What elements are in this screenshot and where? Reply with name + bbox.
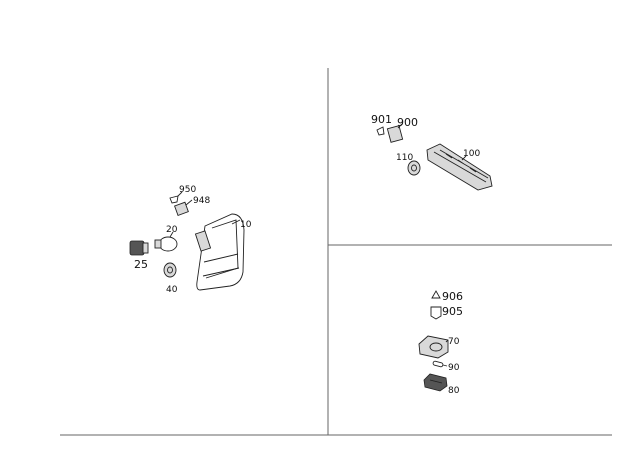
label-948: 948 [193,196,210,206]
label-25: 25 [134,258,148,271]
bulb-holder-plate [194,230,212,252]
label-110: 110 [396,153,413,163]
clip-905-icon [430,306,442,320]
label-950: 950 [179,185,196,195]
leader-10 [231,219,241,225]
leader-950 [177,191,183,197]
tail-lamp-lens-line [203,253,239,263]
clip-901-icon [376,126,385,136]
lens-80-icon [423,373,448,392]
holder-900-icon [386,125,404,143]
socket-25-ring [142,242,149,254]
lamp-70-icon [418,335,449,359]
license-lamp-group: 906 905 70 90 80 [418,290,463,396]
label-900: 900 [397,116,418,129]
tail-lamp-lens-line-2 [202,267,240,277]
light-bar-100-detail [433,149,489,183]
leader-100 [461,155,467,161]
bulb-90-icon [432,360,444,368]
tail-lamp-inner-line [205,219,239,279]
label-20: 20 [166,225,178,235]
bulb-20-icon [158,236,178,252]
label-80: 80 [448,386,460,396]
leader-90 [442,364,448,367]
tail-lamp-housing [196,213,245,291]
label-901: 901 [371,113,392,126]
tail-lamp-group: 950 948 10 20 25 40 [129,185,252,295]
screw-950-icon [169,195,179,204]
label-100: 100 [463,149,480,159]
grommet-40-hole [167,266,173,274]
light-bar-group: 901 900 100 110 [371,113,493,191]
grommet-40-icon [163,262,177,278]
label-10: 10 [240,220,252,230]
lens-80-detail [429,379,443,384]
bulb-20-base [154,239,162,249]
leader-70 [445,339,449,343]
grommet-110-icon [407,160,421,176]
label-70: 70 [448,337,460,347]
label-40: 40 [166,285,178,295]
grommet-110-hole [411,164,417,172]
label-905: 905 [442,305,463,318]
label-906: 906 [442,290,463,303]
label-90: 90 [448,363,460,373]
clip-948-icon [174,201,189,216]
leader-948 [185,199,193,206]
lamp-70-lens [429,342,443,352]
screw-906-icon [431,290,441,299]
socket-25-icon [129,240,145,256]
leader-900 [397,123,403,129]
leader-20 [169,231,174,238]
